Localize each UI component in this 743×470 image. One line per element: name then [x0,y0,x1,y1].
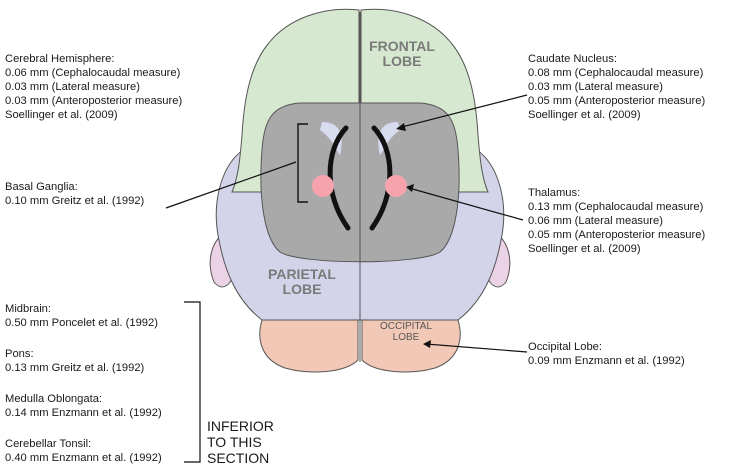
midbrain-annotation: Midbrain: 0.50 mm Poncelet et al. (1992) [5,302,158,330]
annotation-line: 0.05 mm (Anteroposterior measure) [528,95,706,107]
annotation-line: Soellinger et al. (2009) [528,109,641,121]
parietal-lobe-label-line-2: LOBE [282,280,322,297]
annotation-line: 0.08 mm (Cephalocaudal measure) [528,67,704,79]
annotation-line: 0.50 mm Poncelet et al. (1992) [5,317,158,329]
occipital-region-left [259,319,359,373]
inferior-bracket [184,301,201,463]
annotation-line: Cerebral Hemisphere: [5,53,115,65]
thalamus-annotation: Thalamus: 0.13 mm (Cephalocaudal measure… [528,186,705,256]
cerebellar-tonsil-annotation: Cerebellar Tonsil: 0.40 mm Enzmann et al… [5,437,162,465]
annotation-line: 0.03 mm (Lateral measure) [5,81,140,93]
annotation-line: 0.06 mm (Cephalocaudal measure) [5,67,181,79]
annotation-line: 0.10 mm Greitz et al. (1992) [5,195,145,207]
occipital-pointer-arrowhead [423,340,431,348]
annotation-line: Midbrain: [5,303,52,315]
inferior-section-label: INFERIOR TO THIS SECTION [207,418,274,466]
frontal-lobe-label: FRONTAL LOBE [352,39,452,68]
basal-ganglia-pointer-line [165,161,297,209]
annotation-line: 0.13 mm Greitz et al. (1992) [5,362,145,374]
left-caudate-arc [327,125,351,231]
annotation-line: Caudate Nucleus: [528,53,617,65]
annotation-line: 0.40 mm Enzmann et al. (1992) [5,452,162,464]
annotation-line: Pons: [5,348,34,360]
thalamus-pointer-line [408,187,524,221]
occipital-region-right [361,319,461,373]
occipital-pointer-line [425,343,528,353]
annotation-line: Occipital Lobe: [528,341,603,353]
annotation-line: Basal Ganglia: [5,181,78,193]
parietal-lobe-label: PARIETAL LOBE [252,267,352,296]
caudate-pointer-line [397,94,528,129]
annotation-line: 0.05 mm (Anteroposterior measure) [528,229,706,241]
occipital-lobe-label: OCCIPITAL LOBE [366,321,446,343]
parietal-lobe-label-line-1: PARIETAL [268,266,336,282]
annotation-line: Thalamus: [528,187,581,199]
caudate-pointer-arrowhead [396,123,406,131]
basal-ganglia-annotation: Basal Ganglia: 0.10 mm Greitz et al. (19… [5,180,144,208]
pons-annotation: Pons: 0.13 mm Greitz et al. (1992) [5,347,144,375]
inferior-label-line-2: TO THIS [207,434,262,450]
caudate-nucleus-annotation: Caudate Nucleus: 0.08 mm (Cephalocaudal … [528,52,705,122]
cerebral-hemisphere-annotation: Cerebral Hemisphere: 0.06 mm (Cephalocau… [5,52,182,122]
annotation-line: 0.06 mm (Lateral measure) [528,215,663,227]
annotation-line: 0.03 mm (Lateral measure) [528,81,663,93]
right-thalamus-spot [385,175,407,197]
occipital-lobe-label-line-2: LOBE [392,331,420,343]
annotation-line: 0.09 mm Enzmann et al. (1992) [528,355,685,367]
left-thalamus-spot [312,175,334,197]
occipital-lobe-annotation: Occipital Lobe: 0.09 mm Enzmann et al. (… [528,340,685,368]
annotation-line: Soellinger et al. (2009) [528,243,641,255]
medulla-oblongata-annotation: Medulla Oblongata: 0.14 mm Enzmann et al… [5,392,162,420]
frontal-lobe-label-line-2: LOBE [382,52,422,69]
inferior-label-line-3: SECTION [207,450,270,466]
annotation-line: Cerebellar Tonsil: [5,438,92,450]
occipital-lobe-label-line-1: OCCIPITAL [379,321,433,332]
annotation-line: Soellinger et al. (2009) [5,109,118,121]
inferior-label-line-1: INFERIOR [207,418,274,434]
right-caudate-arc [369,125,393,231]
thalamus-pointer-arrowhead [406,184,414,192]
frontal-lobe-label-line-1: FRONTAL [369,38,435,54]
basal-ganglia-bracket [297,123,308,203]
annotation-line: 0.03 mm (Anteroposterior measure) [5,95,183,107]
annotation-line: Medulla Oblongata: [5,393,103,405]
annotation-line: 0.14 mm Enzmann et al. (1992) [5,407,162,419]
annotation-line: 0.13 mm (Cephalocaudal measure) [528,201,704,213]
